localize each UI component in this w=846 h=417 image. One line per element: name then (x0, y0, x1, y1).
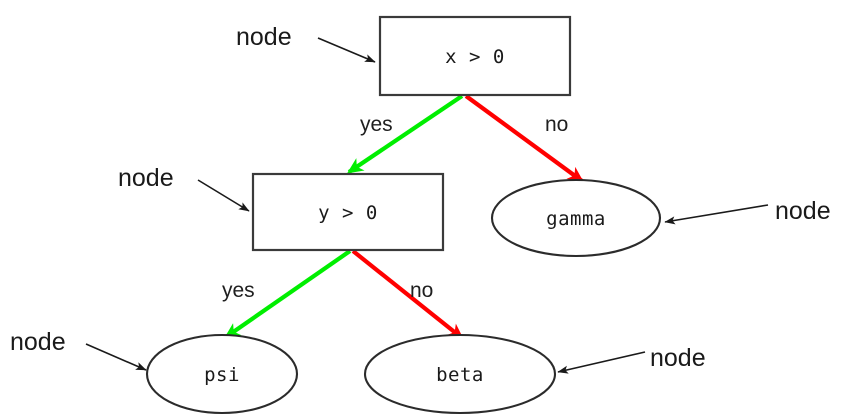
annotation-psi: node (10, 328, 147, 371)
annotation-gamma-label: node (775, 197, 831, 225)
annotation-beta-leader (557, 351, 646, 374)
edge-label-root-yes: yes (360, 113, 393, 136)
annotations-layer: node node node node node (10, 23, 831, 374)
edge-inner-no (351, 249, 464, 340)
annotation-psi-leader (85, 343, 147, 371)
annotation-gamma-leader (664, 204, 769, 225)
annotation-inner-label: node (118, 164, 174, 192)
edge-root-yes (347, 94, 464, 174)
edges-layer (224, 94, 584, 340)
node-psi-label: psi (204, 364, 240, 386)
annotation-gamma: node (664, 197, 831, 225)
edge-root-no (464, 94, 584, 183)
edge-label-root-no: no (545, 113, 568, 136)
annotation-beta-label: node (650, 344, 706, 372)
node-psi[interactable]: psi (145, 333, 299, 415)
node-gamma-label: gamma (546, 208, 606, 230)
annotation-beta: node (557, 344, 706, 374)
node-root-label: x > 0 (445, 46, 505, 68)
node-beta-label: beta (436, 364, 484, 386)
edge-label-inner-yes: yes (222, 279, 255, 302)
node-inner-label: y > 0 (318, 202, 378, 224)
node-beta[interactable]: beta (363, 333, 557, 415)
annotation-psi-label: node (10, 328, 66, 356)
nodes-layer: x > 0 y > 0 gamma psi beta (145, 15, 662, 415)
edge-label-inner-no: no (410, 279, 433, 302)
node-gamma[interactable]: gamma (490, 178, 662, 258)
annotation-root: node (236, 23, 376, 63)
annotation-root-leader (317, 37, 376, 63)
node-root[interactable]: x > 0 (378, 15, 572, 97)
annotation-root-label: node (236, 23, 292, 51)
edge-labels-layer: yes no yes no (222, 113, 568, 302)
edge-inner-yes (224, 249, 352, 339)
annotation-inner-leader (197, 179, 250, 212)
annotation-inner: node (118, 164, 250, 212)
node-inner[interactable]: y > 0 (251, 172, 445, 252)
